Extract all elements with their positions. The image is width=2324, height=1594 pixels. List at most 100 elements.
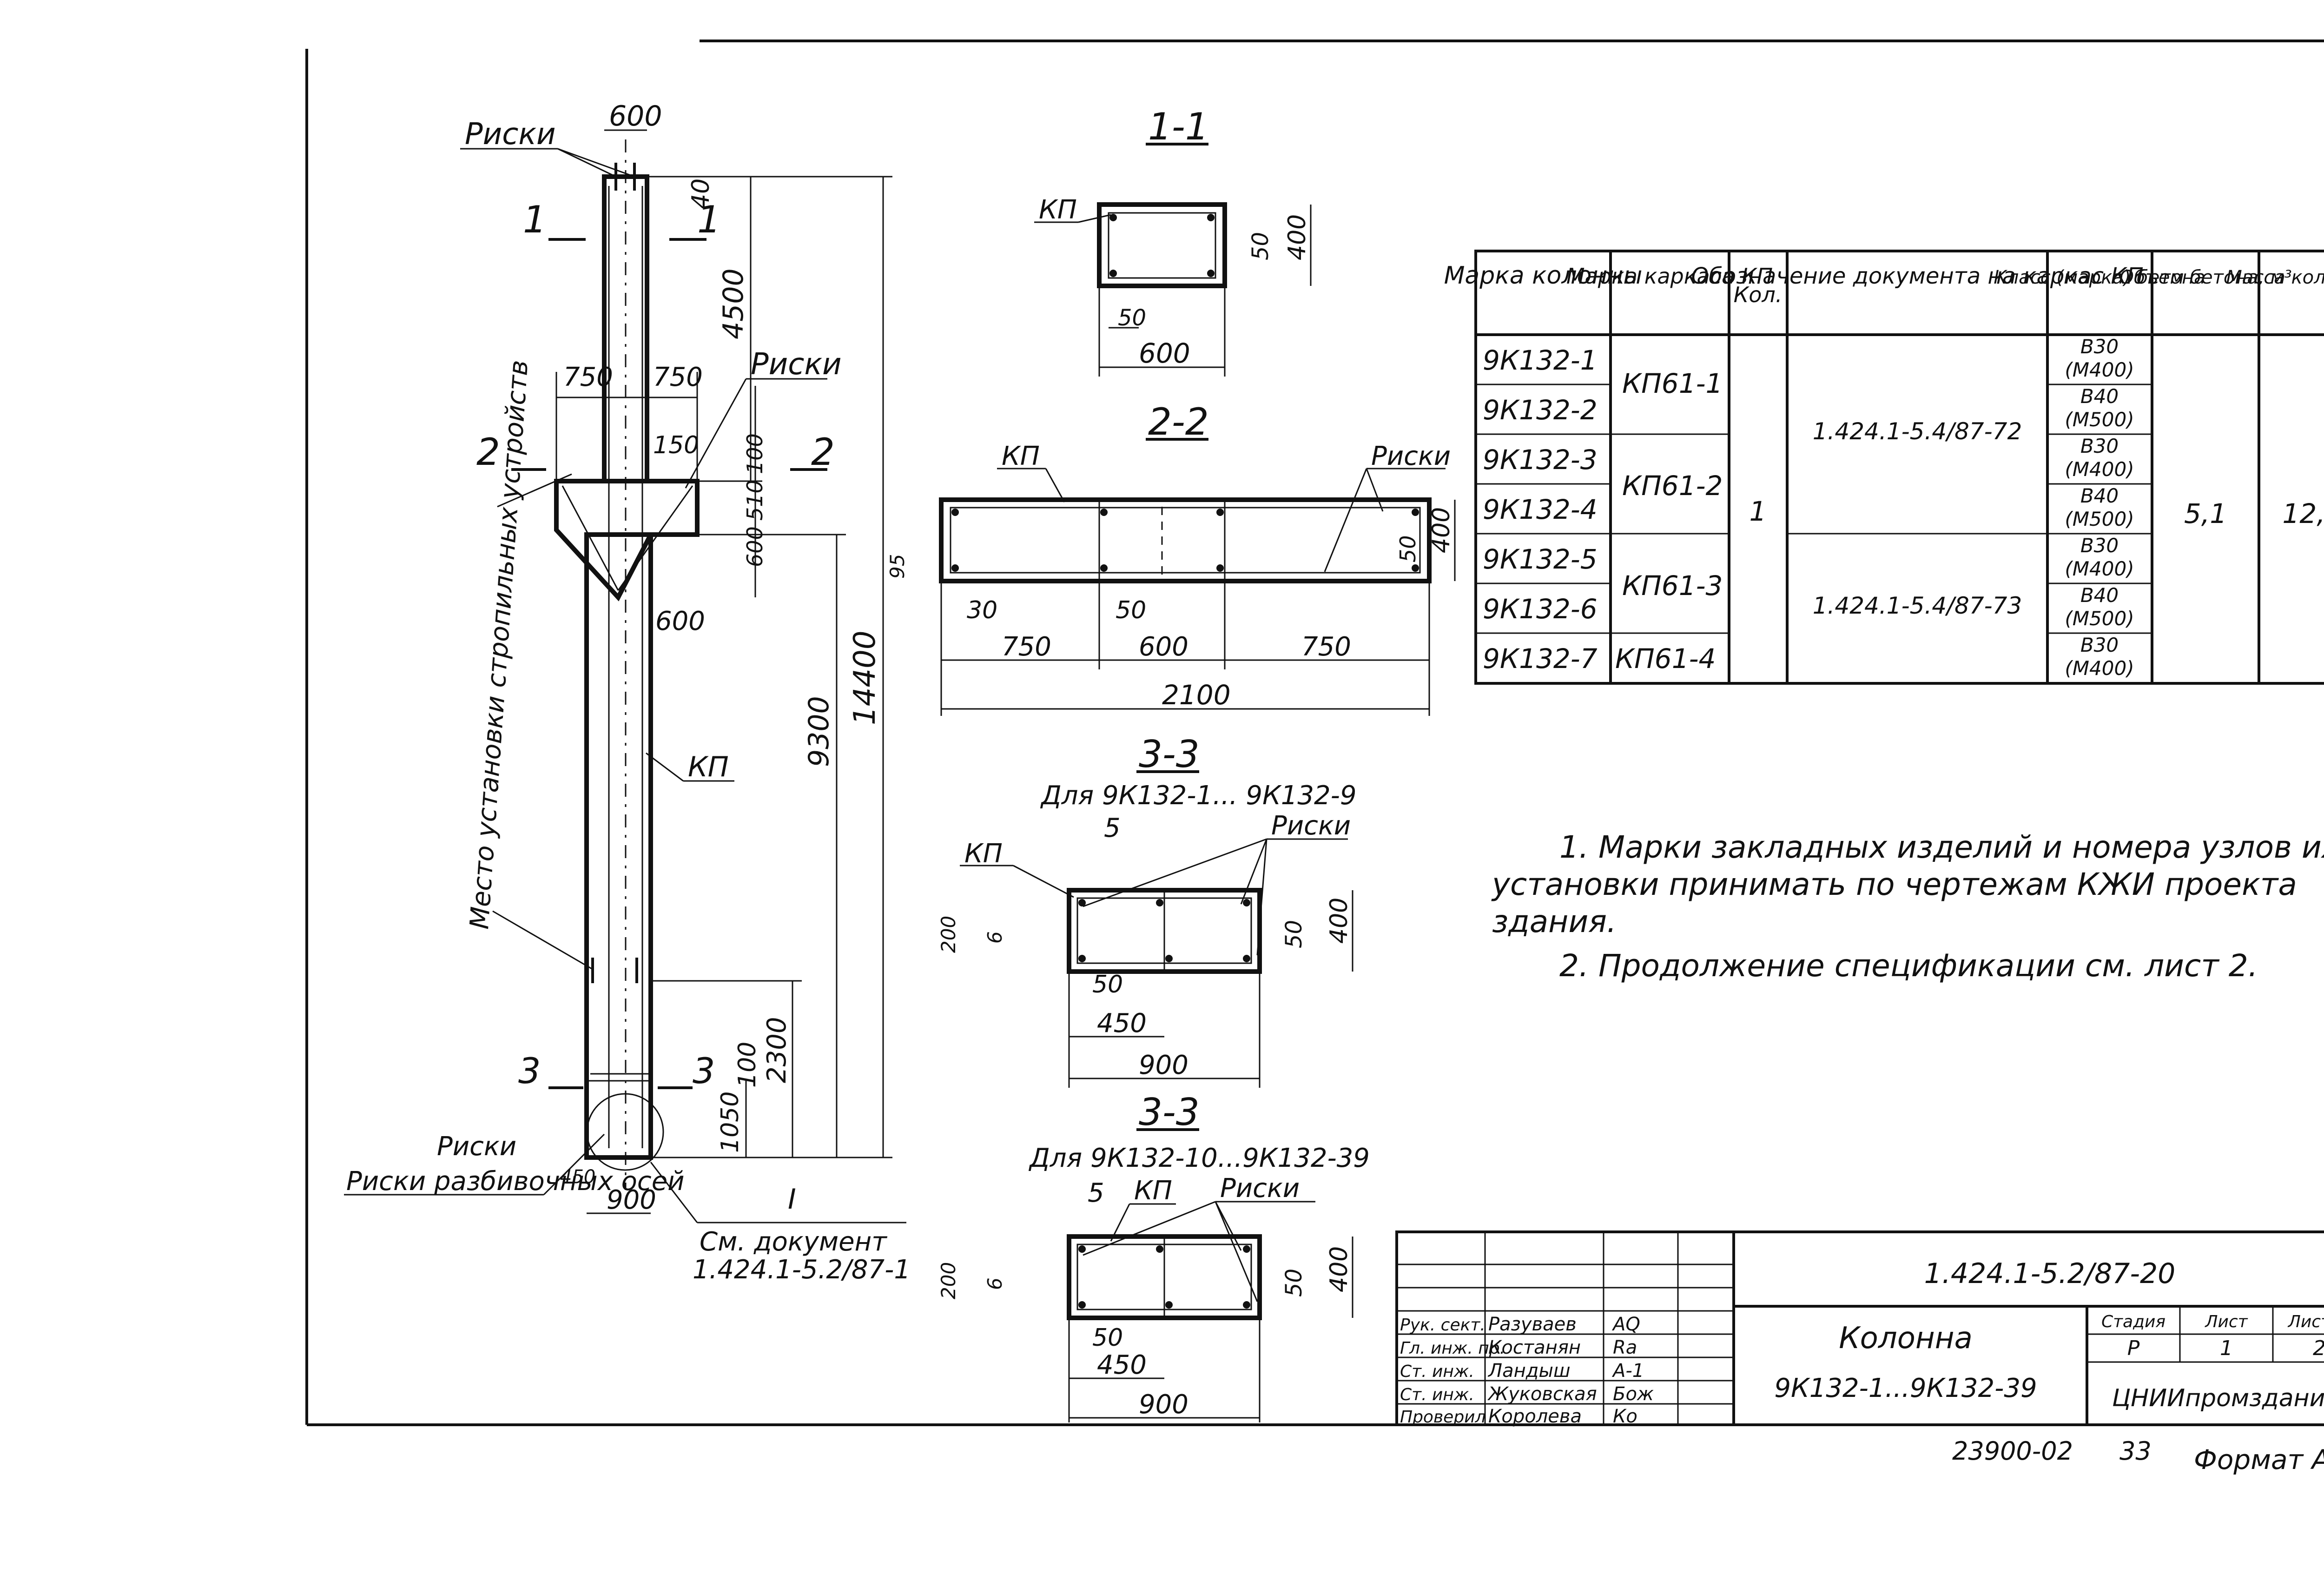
dim-2300: 2300 — [762, 1017, 792, 1083]
cell-mark-4: 9К132-4 — [1483, 494, 1598, 525]
dim-510: 510 — [742, 480, 767, 521]
cell-mark-6: 9К132-6 — [1483, 593, 1598, 625]
cell-mark-1: 9К132-1 — [1483, 344, 1598, 376]
th-klass-betona: Класс (марка) бетона — [1994, 267, 2205, 288]
notes: 1. Марки закладных изделий и номера узло… — [1491, 829, 2324, 984]
tb-sheet: 1 — [2220, 1336, 2233, 1360]
dim-40: 40 — [687, 179, 715, 209]
s33b-dim-6: 6 — [984, 1277, 1006, 1290]
section-3-3a-sub: Для 9К132-1... 9К132-9 — [1040, 780, 1356, 811]
dim-4500: 4500 — [717, 268, 750, 339]
cell-concrete-3b: (М400) — [2065, 458, 2134, 481]
dim-600-lower: 600 — [655, 606, 705, 636]
s22-dim-750-left: 750 — [1002, 632, 1051, 662]
sheet-footer: 23900-02 33 Формат А3 — [1952, 1436, 2324, 1475]
tb-name-4: Жуковская — [1487, 1383, 1597, 1405]
s33a-dim-200: 200 — [937, 916, 960, 953]
dim-150: 150 — [653, 431, 699, 459]
s22-dim-750-right: 750 — [1301, 632, 1351, 662]
s33a-dim-400: 400 — [1325, 898, 1353, 944]
s33b-dim-5: 5 — [1088, 1178, 1104, 1208]
tb-sign-2: Rа — [1613, 1337, 1637, 1358]
dim-450-bottom: 450 — [560, 1166, 595, 1188]
th-marka-kolonny: Марка колонны — [1444, 262, 1643, 290]
tb-stage: Р — [2127, 1336, 2140, 1360]
tb-org: ЦНИИпромзданий — [2112, 1384, 2324, 1412]
cut-3-left: 3 — [518, 1050, 541, 1091]
s22-dim-50-side: 50 — [1395, 535, 1420, 562]
label-mesto-ustanovki: Место установки стропильных устройств — [464, 359, 534, 930]
section-2-2-title: 2-2 — [1148, 400, 1209, 443]
cell-mark-2: 9К132-2 — [1483, 394, 1598, 426]
cut-2-left: 2 — [476, 430, 500, 474]
footer-page: 33 — [2119, 1436, 2152, 1466]
tb-sign-5: Ко — [1613, 1406, 1637, 1427]
tb-role-2: Гл. инж. пр. — [1400, 1339, 1505, 1358]
cell-concrete-1a: В30 — [2080, 335, 2119, 358]
tb-name: Колонна — [1839, 1321, 1973, 1356]
th-oboznachenie: Обозначение документа на каркас КП — [1691, 263, 2143, 289]
th-massa: Масса колонны, т — [2226, 267, 2324, 288]
cell-concrete-4a: В40 — [2080, 484, 2119, 507]
dim-600-corbel: 600 — [742, 526, 767, 567]
tb-stage-label: Стадия — [2101, 1312, 2166, 1331]
s33b-dim-50: 50 — [1092, 1324, 1123, 1352]
s33b-dim-900: 900 — [1139, 1389, 1188, 1420]
s33a-label-kp: КП — [964, 839, 1003, 869]
s22-label-kp: КП — [1002, 441, 1040, 471]
s33a-dim-50-side: 50 — [1281, 920, 1307, 948]
s11-label-kp: КП — [1039, 195, 1077, 225]
cut-2-right: 2 — [811, 430, 835, 474]
section-3-3b-title: 3-3 — [1139, 1091, 1200, 1134]
cell-mass: 12,7 — [2282, 498, 2324, 529]
cut-1-right: 1 — [697, 198, 721, 241]
s33b-dim-400: 400 — [1325, 1246, 1353, 1292]
s11-dim-600: 600 — [1139, 337, 1190, 369]
cell-concrete-5a: В30 — [2080, 534, 2119, 557]
specification-table: Марка колонны Марка каркаса КП Кол. Обоз… — [1444, 250, 2324, 685]
s33a-dim-5: 5 — [1104, 813, 1121, 843]
cell-mark-7: 9К132-7 — [1483, 643, 1598, 675]
s22-dim-95: 95 — [886, 554, 909, 579]
tb-range: 9К132-1...9К132-39 — [1774, 1373, 2037, 1403]
cell-concrete-1b: (М400) — [2065, 358, 2134, 381]
s33a-dim-50: 50 — [1092, 971, 1123, 999]
s33b-label-kp: КП — [1134, 1176, 1172, 1206]
cut-1-left: 1 — [523, 198, 547, 241]
cell-concrete-2a: В40 — [2080, 385, 2119, 408]
column-elevation — [554, 139, 700, 1190]
cell-qty: 1 — [1750, 496, 1767, 527]
tb-role-4: Ст. инж. — [1400, 1385, 1474, 1404]
cell-mark-3: 9К132-3 — [1483, 444, 1598, 476]
s33b-dim-200: 200 — [937, 1262, 960, 1299]
title-block: 1.424.1-5.2/87-20 Колонна 9К132-1...9К13… — [1395, 1230, 2324, 1427]
tb-sign-4: Бож — [1613, 1383, 1654, 1405]
s11-dim-400: 400 — [1283, 214, 1311, 260]
label-riski-top: Риски — [465, 117, 556, 152]
cell-doc-1: 1.424.1-5.4/87-72 — [1813, 418, 2022, 445]
s33a-label-riski: Риски — [1271, 811, 1351, 841]
section-2-2: 2-2 750 600 750 2100 30 50 95 400 50 КП … — [886, 400, 1456, 716]
cell-concrete-2b: (М500) — [2065, 408, 2134, 431]
note-line-2: установки принимать по чертежам КЖИ прое… — [1491, 866, 2297, 902]
s22-dim-600: 600 — [1139, 632, 1188, 662]
tb-sheet-label: Лист — [2204, 1312, 2248, 1331]
s22-dim-50-bottom: 50 — [1116, 596, 1146, 624]
section-3-3b: 3-3 Для 9К132-10...9К132-39 50 450 900 5… — [937, 1091, 1370, 1422]
cell-concrete-7b: (М400) — [2065, 657, 2134, 680]
label-sm-dokument-code: 1.424.1-5.2/87-1 — [693, 1255, 911, 1285]
th-kol: Кол. — [1734, 282, 1783, 307]
cell-volume: 5,1 — [2184, 498, 2227, 529]
s33b-dim-50-side: 50 — [1281, 1269, 1307, 1297]
tb-sign-3: А-1 — [1611, 1360, 1644, 1382]
label-kp-elevation: КП — [688, 751, 729, 783]
dim-900-bottom: 900 — [607, 1185, 656, 1215]
cut-3-right: 3 — [693, 1050, 715, 1091]
s22-dim-2100: 2100 — [1162, 679, 1231, 711]
s33a-dim-450: 450 — [1097, 1008, 1147, 1038]
dim-1050: 1050 — [716, 1091, 744, 1153]
section-1-1: 1-1 600 50 400 50 КП — [1034, 105, 1312, 377]
cell-concrete-7a: В30 — [2080, 634, 2119, 656]
label-riski-bottom: Риски — [437, 1131, 516, 1162]
s22-dim-400: 400 — [1427, 507, 1455, 553]
